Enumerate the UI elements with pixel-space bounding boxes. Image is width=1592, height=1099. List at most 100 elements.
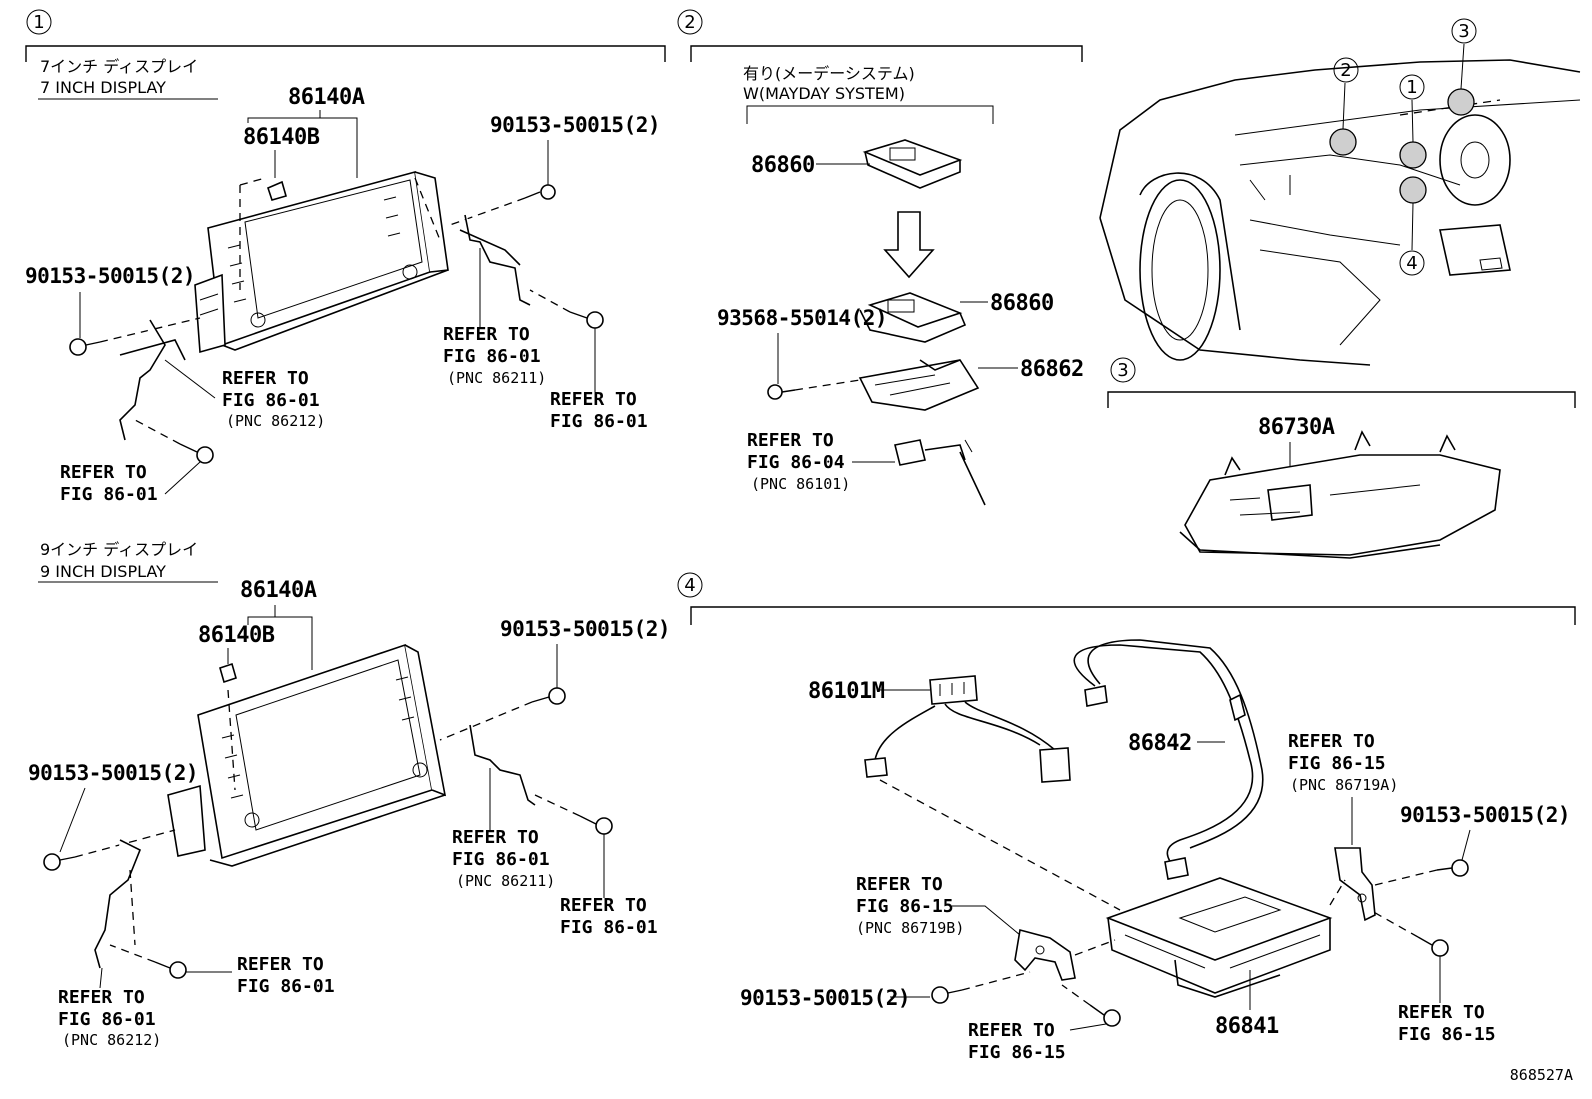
- display7-screw-left: [69, 338, 101, 356]
- bracket-left-86719B: [1014, 929, 1076, 981]
- svg-text:FIG 86-15: FIG 86-15: [1288, 753, 1386, 774]
- svg-text:REFER TO: REFER TO: [747, 430, 834, 451]
- display7-label-86140A: 86140A: [288, 85, 365, 110]
- car-marker-4: 4: [1399, 176, 1427, 276]
- display9-screw-bottom: [154, 961, 187, 979]
- label-86101M: 86101M: [808, 679, 885, 704]
- car-marker-1: 1: [1399, 74, 1427, 169]
- svg-text:REFER TO: REFER TO: [560, 895, 647, 916]
- section-3: 3 86730A: [1107, 357, 1576, 559]
- svg-text:REFER TO: REFER TO: [60, 462, 147, 483]
- svg-text:REFER TO: REFER TO: [856, 874, 943, 895]
- mayday-header-jp: 有り(メーデーシステム): [743, 64, 915, 83]
- display9-unit: [167, 643, 447, 867]
- harness-86101M: [864, 675, 1071, 783]
- svg-text:3: 3: [1458, 21, 1469, 42]
- label-86842: 86842: [1128, 731, 1192, 756]
- display9-header-jp: 9インチ ディスプレイ: [40, 540, 198, 559]
- display7-label-screw-right: 90153-50015(2): [490, 113, 660, 137]
- mayday-module-top: [862, 139, 963, 189]
- display9-label-screw-left: 90153-50015(2): [28, 761, 198, 785]
- svg-text:(PNC 86101): (PNC 86101): [751, 475, 850, 493]
- section-1: 1 7インチ ディスプレイ 7 INCH DISPLAY: [25, 9, 671, 1049]
- display9-screw-right: [531, 687, 566, 705]
- section-2-marker: 2: [677, 9, 703, 35]
- section-4-marker: 4: [677, 572, 703, 598]
- display9-label-screw-right: 90153-50015(2): [500, 617, 670, 641]
- display7-label-screw-left: 90153-50015(2): [25, 264, 195, 288]
- svg-text:3: 3: [1117, 360, 1128, 381]
- svg-text:REFER TO: REFER TO: [1288, 731, 1375, 752]
- svg-text:FIG 86-15: FIG 86-15: [968, 1042, 1066, 1063]
- svg-text:REFER TO: REFER TO: [550, 389, 637, 410]
- harness-86842: [1073, 639, 1264, 880]
- label-86730A: 86730A: [1258, 415, 1335, 440]
- display7-screw-bottom: [179, 443, 214, 464]
- display7-unit: [194, 170, 449, 354]
- svg-text:FIG 86-01: FIG 86-01: [58, 1009, 156, 1030]
- svg-text:FIG 86-15: FIG 86-15: [1398, 1024, 1496, 1045]
- display7-screw-right: [524, 184, 556, 200]
- svg-text:REFER TO: REFER TO: [452, 827, 539, 848]
- mayday-header-en: W(MAYDAY SYSTEM): [743, 84, 905, 103]
- svg-text:2: 2: [1340, 60, 1351, 81]
- mayday-label-screw: 93568-55014(2): [717, 306, 887, 330]
- section-2: 2 有り(メーデーシステム) W(MAYDAY SYSTEM) 86860 86…: [677, 9, 1084, 506]
- svg-text:(PNC 86211): (PNC 86211): [447, 369, 546, 387]
- svg-text:(PNC 86211): (PNC 86211): [456, 872, 555, 890]
- display7-screw-lower-right: [569, 311, 604, 329]
- bracket-right-86719A: [1334, 847, 1376, 922]
- svg-text:FIG 86-01: FIG 86-01: [222, 390, 320, 411]
- svg-text:REFER TO: REFER TO: [1398, 1002, 1485, 1023]
- screw-bottom: [1089, 1004, 1121, 1027]
- section-4: 4 86101M 86842 86841: [677, 572, 1576, 1063]
- svg-text:4: 4: [684, 575, 695, 596]
- svg-text:REFER TO: REFER TO: [443, 324, 530, 345]
- display7-label-86140B: 86140B: [243, 125, 320, 150]
- mayday-harness: [894, 439, 986, 506]
- mayday-label-86862: 86862: [1020, 357, 1084, 382]
- svg-text:(PNC 86212): (PNC 86212): [62, 1031, 161, 1049]
- display9-label-86140A: 86140A: [240, 578, 317, 603]
- svg-text:REFER TO: REFER TO: [968, 1020, 1055, 1041]
- svg-text:4: 4: [1406, 253, 1417, 274]
- label-screw-right: 90153-50015(2): [1400, 803, 1570, 827]
- svg-text:(PNC 86719B): (PNC 86719B): [856, 919, 964, 937]
- section-1-bracket: [25, 45, 666, 62]
- svg-text:REFER TO: REFER TO: [58, 987, 145, 1008]
- svg-text:(PNC 86212): (PNC 86212): [226, 412, 325, 430]
- mayday-label-86860-mid: 86860: [990, 291, 1054, 316]
- section-1-marker: 1: [26, 9, 52, 35]
- label-86841: 86841: [1215, 1014, 1279, 1039]
- screw-right: [1436, 859, 1469, 877]
- display9-screw-left: [43, 853, 76, 871]
- display7-header-jp: 7インチ ディスプレイ: [40, 57, 198, 76]
- svg-text:REFER TO: REFER TO: [222, 368, 309, 389]
- mayday-module-mid: [859, 292, 967, 343]
- display7-header-en: 7 INCH DISPLAY: [40, 78, 166, 97]
- svg-text:FIG 86-15: FIG 86-15: [856, 896, 954, 917]
- svg-text:FIG 86-01: FIG 86-01: [237, 976, 335, 997]
- svg-text:FIG 86-04: FIG 86-04: [747, 452, 845, 473]
- display9-header-en: 9 INCH DISPLAY: [40, 562, 166, 581]
- mayday-bracket-86862: [858, 359, 980, 411]
- svg-text:1: 1: [1406, 77, 1417, 98]
- svg-text:REFER TO: REFER TO: [237, 954, 324, 975]
- car-marker-3: 3: [1447, 18, 1477, 116]
- screw-lower-right: [1417, 936, 1449, 957]
- module-86841: [1105, 877, 1333, 998]
- svg-text:1: 1: [33, 12, 44, 33]
- svg-text:2: 2: [684, 12, 695, 33]
- svg-text:(PNC 86719A): (PNC 86719A): [1290, 776, 1398, 794]
- svg-text:FIG 86-01: FIG 86-01: [550, 411, 648, 432]
- car-marker-2: 2: [1329, 57, 1359, 156]
- mayday-screw: [767, 384, 796, 400]
- screw-left: [931, 986, 963, 1004]
- mayday-label-86860-top: 86860: [751, 153, 815, 178]
- display9-label-86140B: 86140B: [198, 623, 275, 648]
- section-3-marker: 3: [1110, 357, 1136, 383]
- svg-text:FIG 86-01: FIG 86-01: [60, 484, 158, 505]
- vehicle-overview: 1 2 3 4: [1099, 18, 1581, 366]
- svg-text:FIG 86-01: FIG 86-01: [560, 917, 658, 938]
